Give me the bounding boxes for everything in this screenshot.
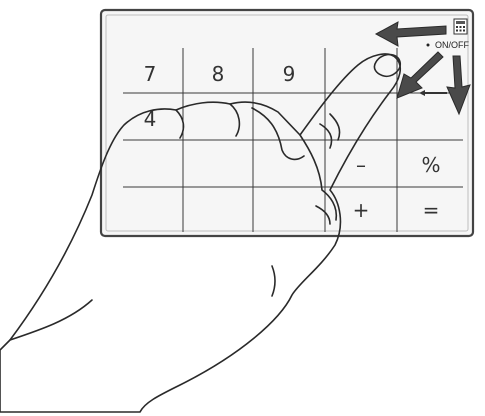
palm-crease bbox=[271, 265, 276, 297]
index-finger-crease-2 bbox=[319, 123, 333, 149]
calculator-icon bbox=[453, 18, 468, 35]
swipe-left-arrow-icon bbox=[374, 21, 447, 47]
key-plus: + bbox=[353, 198, 370, 222]
swipe-down-left-arrow-icon bbox=[396, 51, 444, 99]
key-minus: – bbox=[356, 153, 366, 177]
key-8: 8 bbox=[212, 62, 225, 86]
middle-finger-edge bbox=[251, 107, 305, 161]
keypad-keys: 7 8 9 4 – % + = bbox=[144, 62, 441, 222]
wrist-line bbox=[9, 299, 93, 341]
thumb-crease bbox=[315, 205, 331, 225]
thumb-outline bbox=[299, 134, 338, 221]
touchpad-panel bbox=[99, 8, 475, 238]
index-finger-crease bbox=[329, 113, 341, 141]
power-dot-icon bbox=[426, 43, 430, 47]
key-9: 9 bbox=[283, 62, 296, 86]
gesture-arrows bbox=[374, 21, 471, 116]
key-7: 7 bbox=[144, 62, 157, 86]
on-off-label: ON/OFF bbox=[435, 40, 469, 50]
key-percent: % bbox=[421, 153, 440, 177]
swipe-down-arrow-icon bbox=[446, 55, 471, 116]
knuckle-line-2 bbox=[229, 103, 241, 137]
fingernail bbox=[373, 53, 402, 78]
touchpad-inner-frame bbox=[105, 14, 469, 232]
key-equals: = bbox=[423, 198, 440, 222]
hand-illustration bbox=[0, 53, 402, 413]
short-left-arrow-icon bbox=[419, 90, 447, 96]
key-4: 4 bbox=[144, 107, 157, 131]
knuckle-line-1 bbox=[175, 109, 185, 139]
